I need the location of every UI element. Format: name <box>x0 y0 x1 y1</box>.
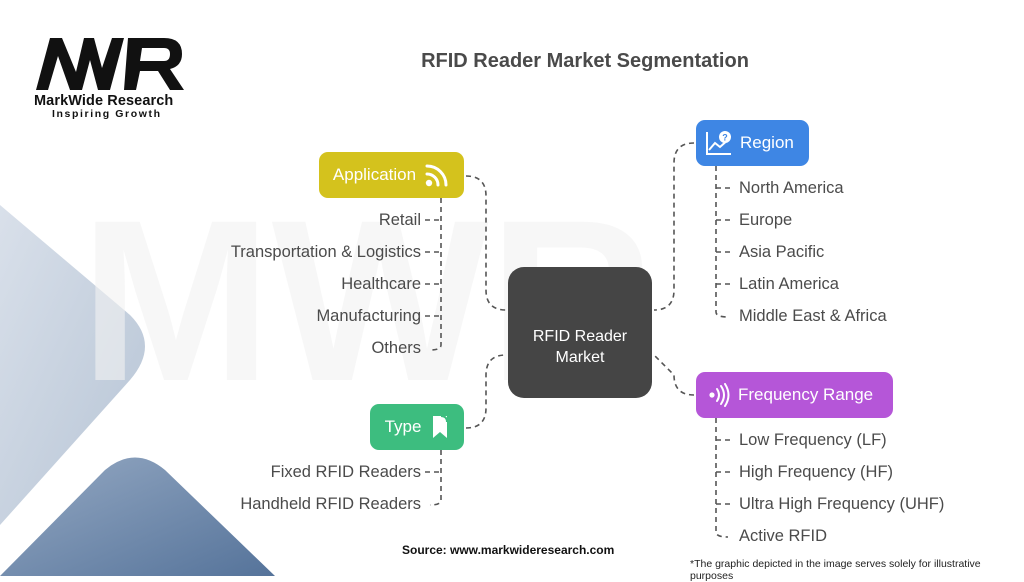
application-item: Transportation & Logistics <box>230 243 421 261</box>
brand-name: MarkWide Research <box>34 93 174 109</box>
chart-question-icon: ? <box>706 131 731 155</box>
center-node-line2: Market <box>555 348 605 366</box>
svg-text:?: ? <box>722 133 728 143</box>
brand-tagline: Inspiring Growth <box>52 108 162 120</box>
disclaimer-text: *The graphic depicted in the image serve… <box>690 558 981 582</box>
application-item: Healthcare <box>341 275 421 293</box>
segment-application: Application <box>319 152 464 198</box>
region-item: Asia Pacific <box>739 243 825 261</box>
bg-shape-light <box>0 205 145 525</box>
frequency-item: Ultra High Frequency (UHF) <box>739 495 945 513</box>
type-item: Fixed RFID Readers <box>270 463 421 481</box>
frequency-item: High Frequency (HF) <box>739 463 894 481</box>
center-node: RFID Reader Market <box>508 267 652 398</box>
segment-region: ? Region <box>696 120 809 166</box>
segment-frequency-range: Frequency Range <box>696 372 893 418</box>
bg-shape-dark <box>0 457 275 576</box>
segment-region-label: Region <box>740 133 794 152</box>
brand-logo-mark <box>36 38 184 90</box>
diagram-title: RFID Reader Market Segmentation <box>421 50 749 72</box>
region-item: Latin America <box>739 275 839 293</box>
segment-type: Type <box>370 404 464 450</box>
application-item: Others <box>371 339 421 357</box>
application-item: Retail <box>378 211 421 229</box>
wifi-signal-icon <box>425 164 448 187</box>
radio-waves-icon <box>709 383 730 407</box>
frequency-item: Low Frequency (LF) <box>739 431 887 449</box>
segment-type-label: Type <box>384 417 422 436</box>
center-node-line1: RFID Reader <box>532 327 628 345</box>
bookmark-icon <box>433 415 449 438</box>
source-text: Source: www.markwideresearch.com <box>402 543 615 557</box>
application-item: Manufacturing <box>316 307 421 325</box>
region-item: Middle East & Africa <box>739 307 887 325</box>
type-item: Handheld RFID Readers <box>240 495 421 513</box>
frequency-item: Active RFID <box>739 527 828 545</box>
region-item: Europe <box>739 211 793 229</box>
segment-application-label: Application <box>332 165 417 184</box>
segment-frequency-label: Frequency Range <box>738 385 874 404</box>
region-item: North America <box>739 179 844 197</box>
